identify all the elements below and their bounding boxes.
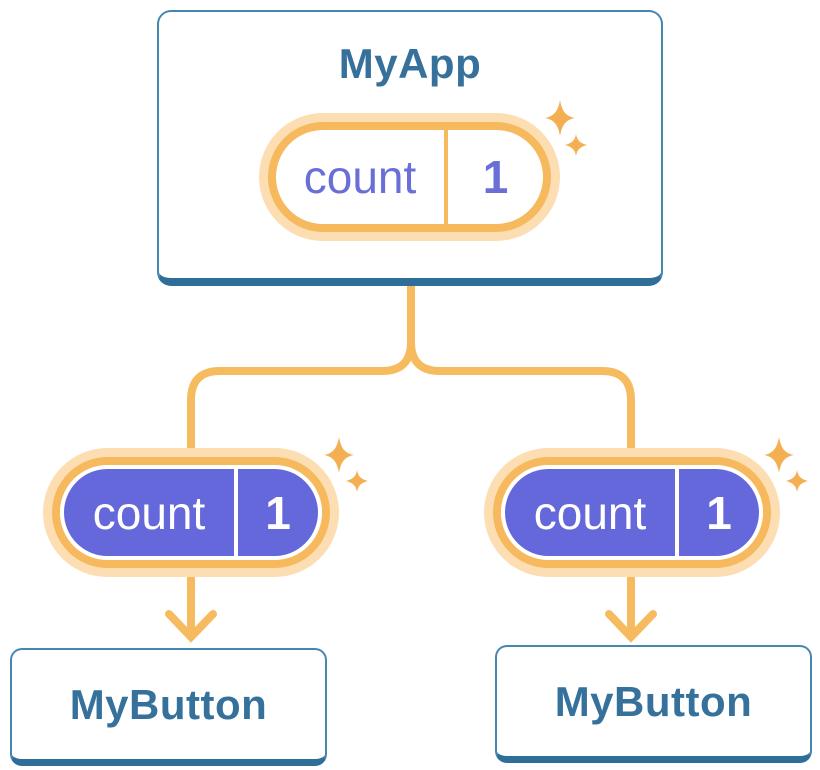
prop-pill-left-body: count 1	[60, 465, 322, 560]
sparkle-icon-large	[324, 437, 354, 473]
component-title-child-right: MyButton	[554, 677, 753, 725]
arrow-down-left-icon	[165, 574, 217, 643]
prop-value-label: 1	[675, 469, 759, 556]
sparkle-icon-small	[786, 470, 808, 492]
sparkle-icon-small	[346, 470, 368, 492]
prop-value-label: 1	[234, 469, 318, 556]
state-name-label: count	[303, 151, 417, 203]
component-title-root: MyApp	[338, 40, 482, 87]
prop-pill-right-body: count 1	[501, 465, 763, 560]
component-card-child-left: MyButton	[10, 648, 327, 766]
component-card-child-right: MyButton	[495, 645, 812, 763]
component-title-child-left: MyButton	[69, 680, 268, 728]
arrow-right-head	[605, 610, 657, 643]
prop-name-label: count	[92, 486, 206, 539]
branch-line-left	[187, 278, 415, 456]
sparkle-icon-small	[565, 134, 587, 156]
sparkle-icon-large	[545, 100, 575, 136]
state-pill-root-body: count 1	[276, 130, 543, 224]
branch-line-right	[407, 278, 635, 456]
arrow-left-head	[165, 610, 217, 643]
prop-pill-right: count 1	[493, 457, 771, 568]
state-value-label: 1	[444, 130, 543, 224]
arrow-down-right-icon	[605, 574, 657, 643]
prop-name-label: count	[533, 486, 647, 539]
sparkle-icon-large	[764, 437, 794, 473]
component-card-root: MyApp count 1	[157, 10, 663, 286]
state-pill-root: count 1	[268, 122, 551, 232]
prop-pill-left: count 1	[52, 457, 330, 568]
